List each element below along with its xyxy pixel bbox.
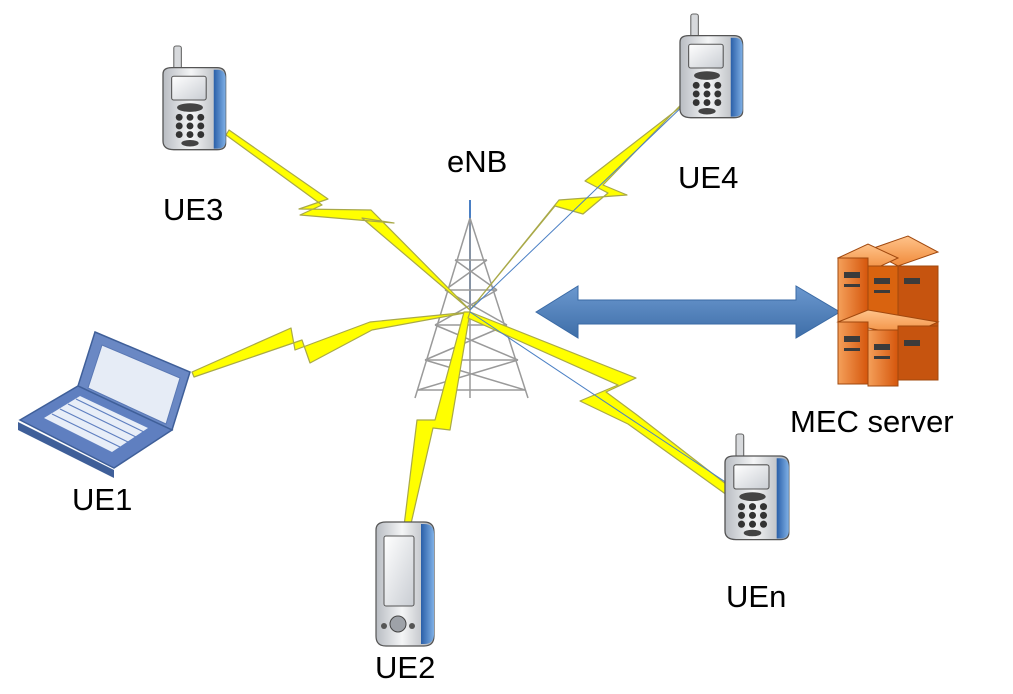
enb-label: eNB	[447, 144, 507, 179]
ue2-label: UE2	[375, 650, 435, 685]
wireless-links	[191, 79, 745, 529]
uen-phone-icon	[724, 433, 790, 541]
wireless-link-ue3	[225, 129, 471, 311]
server-rack-icon	[836, 235, 940, 387]
ue3-phone-icon	[162, 45, 227, 151]
wireless-link-ue1	[191, 311, 471, 378]
pda-icon	[375, 521, 435, 647]
wireless-link-ue2	[403, 311, 471, 529]
laptop-icon	[18, 330, 191, 478]
cell-tower-icon	[414, 200, 529, 399]
bidirectional-arrow	[535, 285, 841, 339]
mec-server-label: MEC server	[790, 404, 954, 439]
ue1-label: UE1	[72, 482, 132, 517]
ue4-label: UE4	[678, 160, 738, 195]
ue4-phone-icon	[679, 13, 744, 119]
ue3-label: UE3	[163, 192, 223, 227]
uen-label: UEn	[726, 579, 786, 614]
